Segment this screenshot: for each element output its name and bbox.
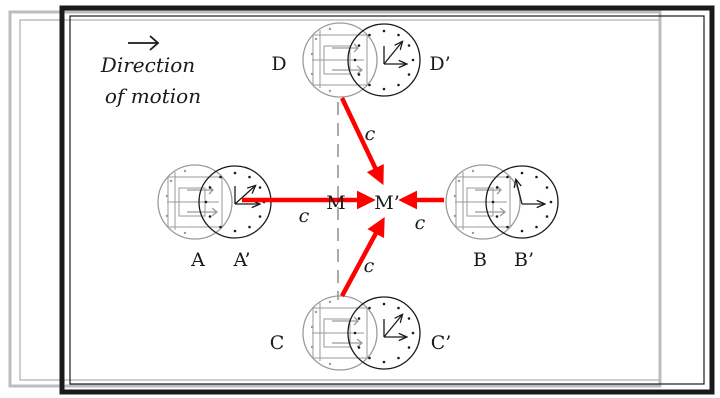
label-a: A xyxy=(190,249,205,271)
inner-grey-frame xyxy=(19,19,661,381)
ghost-clock-icon xyxy=(302,295,378,371)
label-m: M xyxy=(326,192,345,214)
speed-label-b: c xyxy=(415,212,426,234)
label-m-prime: M’ xyxy=(374,192,400,214)
label-d: D xyxy=(271,53,286,75)
label-d-prime: D’ xyxy=(429,53,450,75)
legend-line-1: Direction xyxy=(100,53,195,77)
clock-icon xyxy=(347,23,421,97)
ghost-clock-icon xyxy=(302,22,378,98)
label-c-prime: C’ xyxy=(431,332,452,354)
label-a-prime: A’ xyxy=(233,249,251,271)
label-c: C xyxy=(270,332,285,354)
label-b-prime: B’ xyxy=(514,249,534,271)
direction-legend: Direction of motion xyxy=(100,35,201,108)
legend-line-2: of motion xyxy=(105,84,201,108)
arrow-right-icon xyxy=(128,35,160,51)
ghost-clock-icon xyxy=(445,164,521,240)
speed-label-d: c xyxy=(365,123,376,145)
main-frame-inner-line xyxy=(69,15,705,385)
signal-arrow-from-d xyxy=(339,97,384,186)
clock-icon xyxy=(198,165,272,239)
clock-icon xyxy=(347,296,421,370)
speed-label-a: c xyxy=(299,205,310,227)
main-frame xyxy=(59,5,715,395)
label-b: B xyxy=(473,249,487,271)
ghost-clock-icon xyxy=(157,164,233,240)
clock-icon xyxy=(485,165,559,239)
signal-arrow-from-c xyxy=(340,217,385,298)
speed-label-c: c xyxy=(364,255,375,277)
